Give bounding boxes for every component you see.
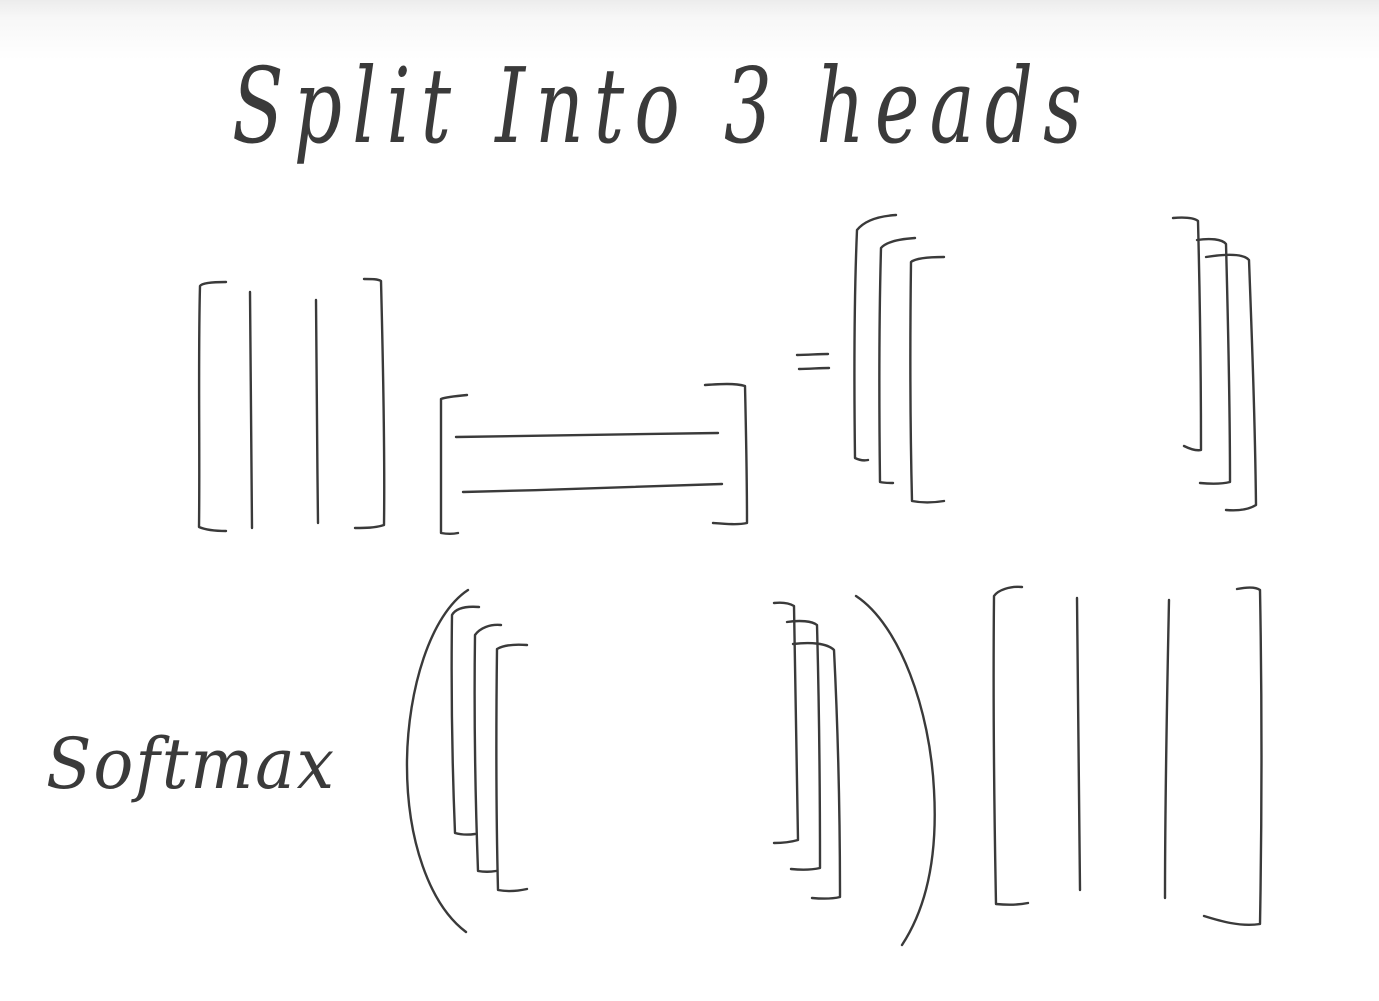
column-line-2 [314, 298, 320, 525]
stacked-head-matrices-top [853, 213, 1258, 512]
right-bracket [353, 277, 386, 530]
column-matrix-bottom [992, 585, 1263, 926]
right-bracket [703, 382, 749, 526]
left-bracket [992, 585, 1030, 906]
head-1-right-bracket [1171, 216, 1203, 452]
title-handwriting: Split Into 3 heads [232, 45, 1092, 167]
head-1-left-bracket [853, 213, 898, 462]
column-line-1 [248, 290, 254, 530]
inner-head-2-left-bracket [473, 623, 503, 873]
head-3-left-bracket [909, 255, 946, 504]
equals-sign [795, 352, 831, 371]
column-matrix-top [197, 277, 386, 533]
softmax-left-parenthesis [405, 588, 470, 934]
right-bracket [1202, 586, 1263, 926]
equals-bar-top [795, 352, 830, 357]
inner-head-1-left-bracket [450, 605, 481, 836]
head-2-left-bracket [878, 236, 917, 485]
head-2-right-bracket [1195, 237, 1232, 485]
row-line-2 [461, 482, 724, 494]
softmax-handwriting: Softmax [46, 723, 336, 805]
stacked-head-matrices-bottom [450, 601, 842, 900]
left-bracket [439, 393, 469, 535]
head-3-right-bracket [1204, 253, 1258, 512]
row-matrix-top [439, 382, 749, 535]
equals-bar-bottom [797, 366, 831, 371]
inner-head-3-right-bracket [791, 641, 842, 900]
left-bracket [197, 280, 228, 533]
column-line-2 [1163, 598, 1171, 900]
inner-head-3-left-bracket [495, 643, 529, 893]
row-line-1 [454, 431, 720, 439]
softmax-right-parenthesis [854, 594, 936, 947]
inner-head-1-right-bracket [772, 601, 800, 845]
inner-head-2-right-bracket [785, 619, 822, 871]
column-line-1 [1075, 596, 1082, 892]
